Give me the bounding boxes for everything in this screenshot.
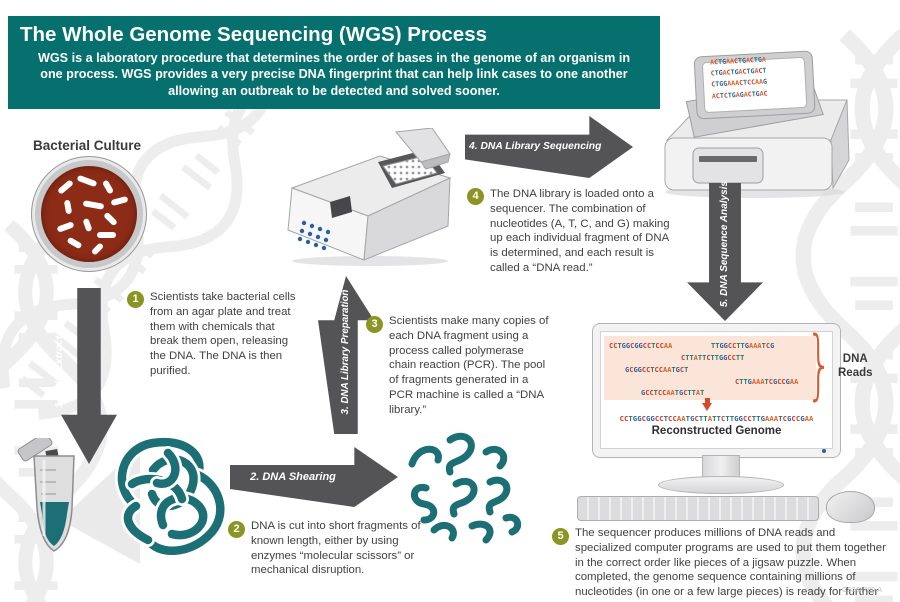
microcentrifuge-tube-illustration xyxy=(17,438,75,552)
dna-read: GCCTCCAATGCTTAT xyxy=(641,389,705,397)
step4-text: The DNA library is loaded onto a sequenc… xyxy=(490,188,670,275)
petri-dish-illustration xyxy=(31,156,147,272)
sequencer-screen: ACTGAACTGACTGA CTGACTGACTGACT CTGGAAACTC… xyxy=(698,54,780,106)
arrow-step3-label: 3. DNA Library Preparation xyxy=(340,289,351,415)
dna-reads-label: DNA Reads xyxy=(838,353,873,380)
assembly-arrow-icon xyxy=(704,398,710,404)
bacterial-culture-label: Bacterial Culture xyxy=(33,138,142,153)
arrow-step1-label: 1. DNA Extraction xyxy=(53,319,65,409)
arrow-step5-label: 5. DNA Sequence Analysis xyxy=(719,181,730,307)
step4-number-badge: 4 xyxy=(467,188,484,205)
power-led xyxy=(822,449,826,453)
reconstructed-genome-label: Reconstructed Genome xyxy=(651,425,782,437)
step5-text: The sequencer produces millions of DNA r… xyxy=(575,527,886,602)
computer-monitor: CCTGGCGGCCTCCAA TTGGCCTTGAAATCG CTTATTCT… xyxy=(592,323,841,458)
pcr-machine-illustration xyxy=(287,128,452,266)
keyboard-illustration xyxy=(577,496,819,521)
arrow-step2-label: 2. DNA Shearing xyxy=(250,471,336,483)
monitor-base xyxy=(658,476,784,494)
mouse-illustration xyxy=(826,491,875,523)
step3-text: Scientists make many copies of each DNA … xyxy=(389,315,549,416)
step1-text: Scientists take bacterial cells from an … xyxy=(150,291,296,378)
header-banner: The Whole Genome Sequencing (WGS) Proces… xyxy=(8,16,660,109)
monitor-screen: CCTGGCGGCCTCCAA TTGGCCTTGAAATCG CTTATTCT… xyxy=(600,331,833,449)
dna-read: CTTGAAATCGCCGAA xyxy=(735,378,799,386)
page-title: The Whole Genome Sequencing (WGS) Proces… xyxy=(20,23,488,46)
dna-reads-panel: CCTGGCGGCCTCCAA TTGGCCTTGAAATCG CTTATTCT… xyxy=(604,336,816,400)
step2-text: DNA is cut into short fragments of known… xyxy=(251,520,421,577)
step1-number-badge: 1 xyxy=(127,291,144,308)
step5-number-badge: 5 xyxy=(552,528,569,545)
dna-read: CTTATTCTTGGCCTT xyxy=(681,354,745,362)
assembly-arrow-icon xyxy=(702,403,712,411)
dna-tangle-illustration xyxy=(114,435,228,558)
document-id: CS264789-A xyxy=(842,587,883,594)
agar-plate xyxy=(41,166,137,262)
dna-read: CCTGGCGGCCTCCAA xyxy=(609,342,673,350)
dna-read: GCGGCCTCCAATGCT xyxy=(625,366,689,374)
dna-fragments-illustration xyxy=(408,432,522,544)
brace-icon: } xyxy=(806,319,833,408)
dna-read: TTGGCCTTGAAATCG xyxy=(711,342,775,350)
step2-number-badge: 2 xyxy=(228,521,245,538)
reconstructed-genome-sequence: CCTGGCGGCCTCCAATGCTTATTCTTGGCCTTGAAATCGC… xyxy=(619,414,814,423)
arrow-step4-label: 4. DNA Library Sequencing xyxy=(469,141,602,152)
page-subtitle: WGS is a laboratory procedure that deter… xyxy=(37,50,631,98)
step3-number-badge: 3 xyxy=(366,316,383,333)
